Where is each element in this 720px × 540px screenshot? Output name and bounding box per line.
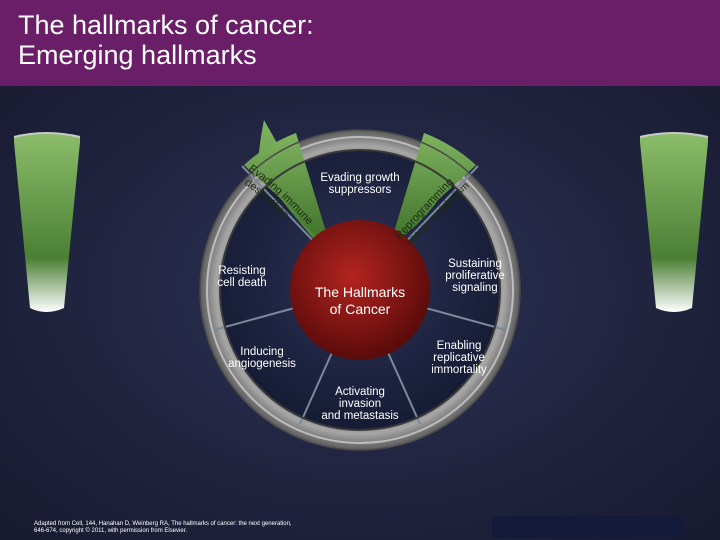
invasion-line1: Activating xyxy=(300,386,420,398)
hallmark-replicative: Enabling replicative immortality xyxy=(414,340,504,376)
evading-growth-line1: Evading growth xyxy=(300,172,420,184)
left-flask-decoration xyxy=(14,133,80,312)
replicative-line2: replicative xyxy=(414,352,504,364)
sustaining-line3: signaling xyxy=(430,282,520,294)
center-label: The Hallmarks of Cancer xyxy=(290,284,430,318)
cell-death-line2: cell death xyxy=(200,277,284,289)
angiogenesis-line2: angiogenesis xyxy=(212,358,312,370)
citation-line2: 646-674, copyright © 2011, with permissi… xyxy=(34,528,292,535)
hallmark-sustaining: Sustaining proliferative signaling xyxy=(430,258,520,294)
cell-death-line1: Resisting xyxy=(200,265,284,277)
replicative-line3: immortality xyxy=(414,364,504,376)
center-label-line2: of Cancer xyxy=(290,301,430,318)
sustaining-line2: proliferative xyxy=(430,270,520,282)
invasion-line3: and metastasis xyxy=(300,410,420,422)
right-flask-decoration xyxy=(640,133,708,312)
evading-growth-line2: suppressors xyxy=(300,184,420,196)
sustaining-line1: Sustaining xyxy=(430,258,520,270)
citation-line1: Adapted from Cell, 144, Hanahan D, Weinb… xyxy=(34,521,292,528)
hallmark-evading-growth: Evading growth suppressors xyxy=(300,172,420,196)
hallmark-angiogenesis: Inducing angiogenesis xyxy=(212,346,312,370)
invasion-line2: invasion xyxy=(300,398,420,410)
angiogenesis-line1: Inducing xyxy=(212,346,312,358)
replicative-line1: Enabling xyxy=(414,340,504,352)
hallmark-cell-death: Resisting cell death xyxy=(200,265,284,289)
footer-box xyxy=(492,516,684,538)
hallmark-invasion: Activating invasion and metastasis xyxy=(300,386,420,422)
citation: Adapted from Cell, 144, Hanahan D, Weinb… xyxy=(34,521,292,535)
center-label-line1: The Hallmarks xyxy=(290,284,430,301)
